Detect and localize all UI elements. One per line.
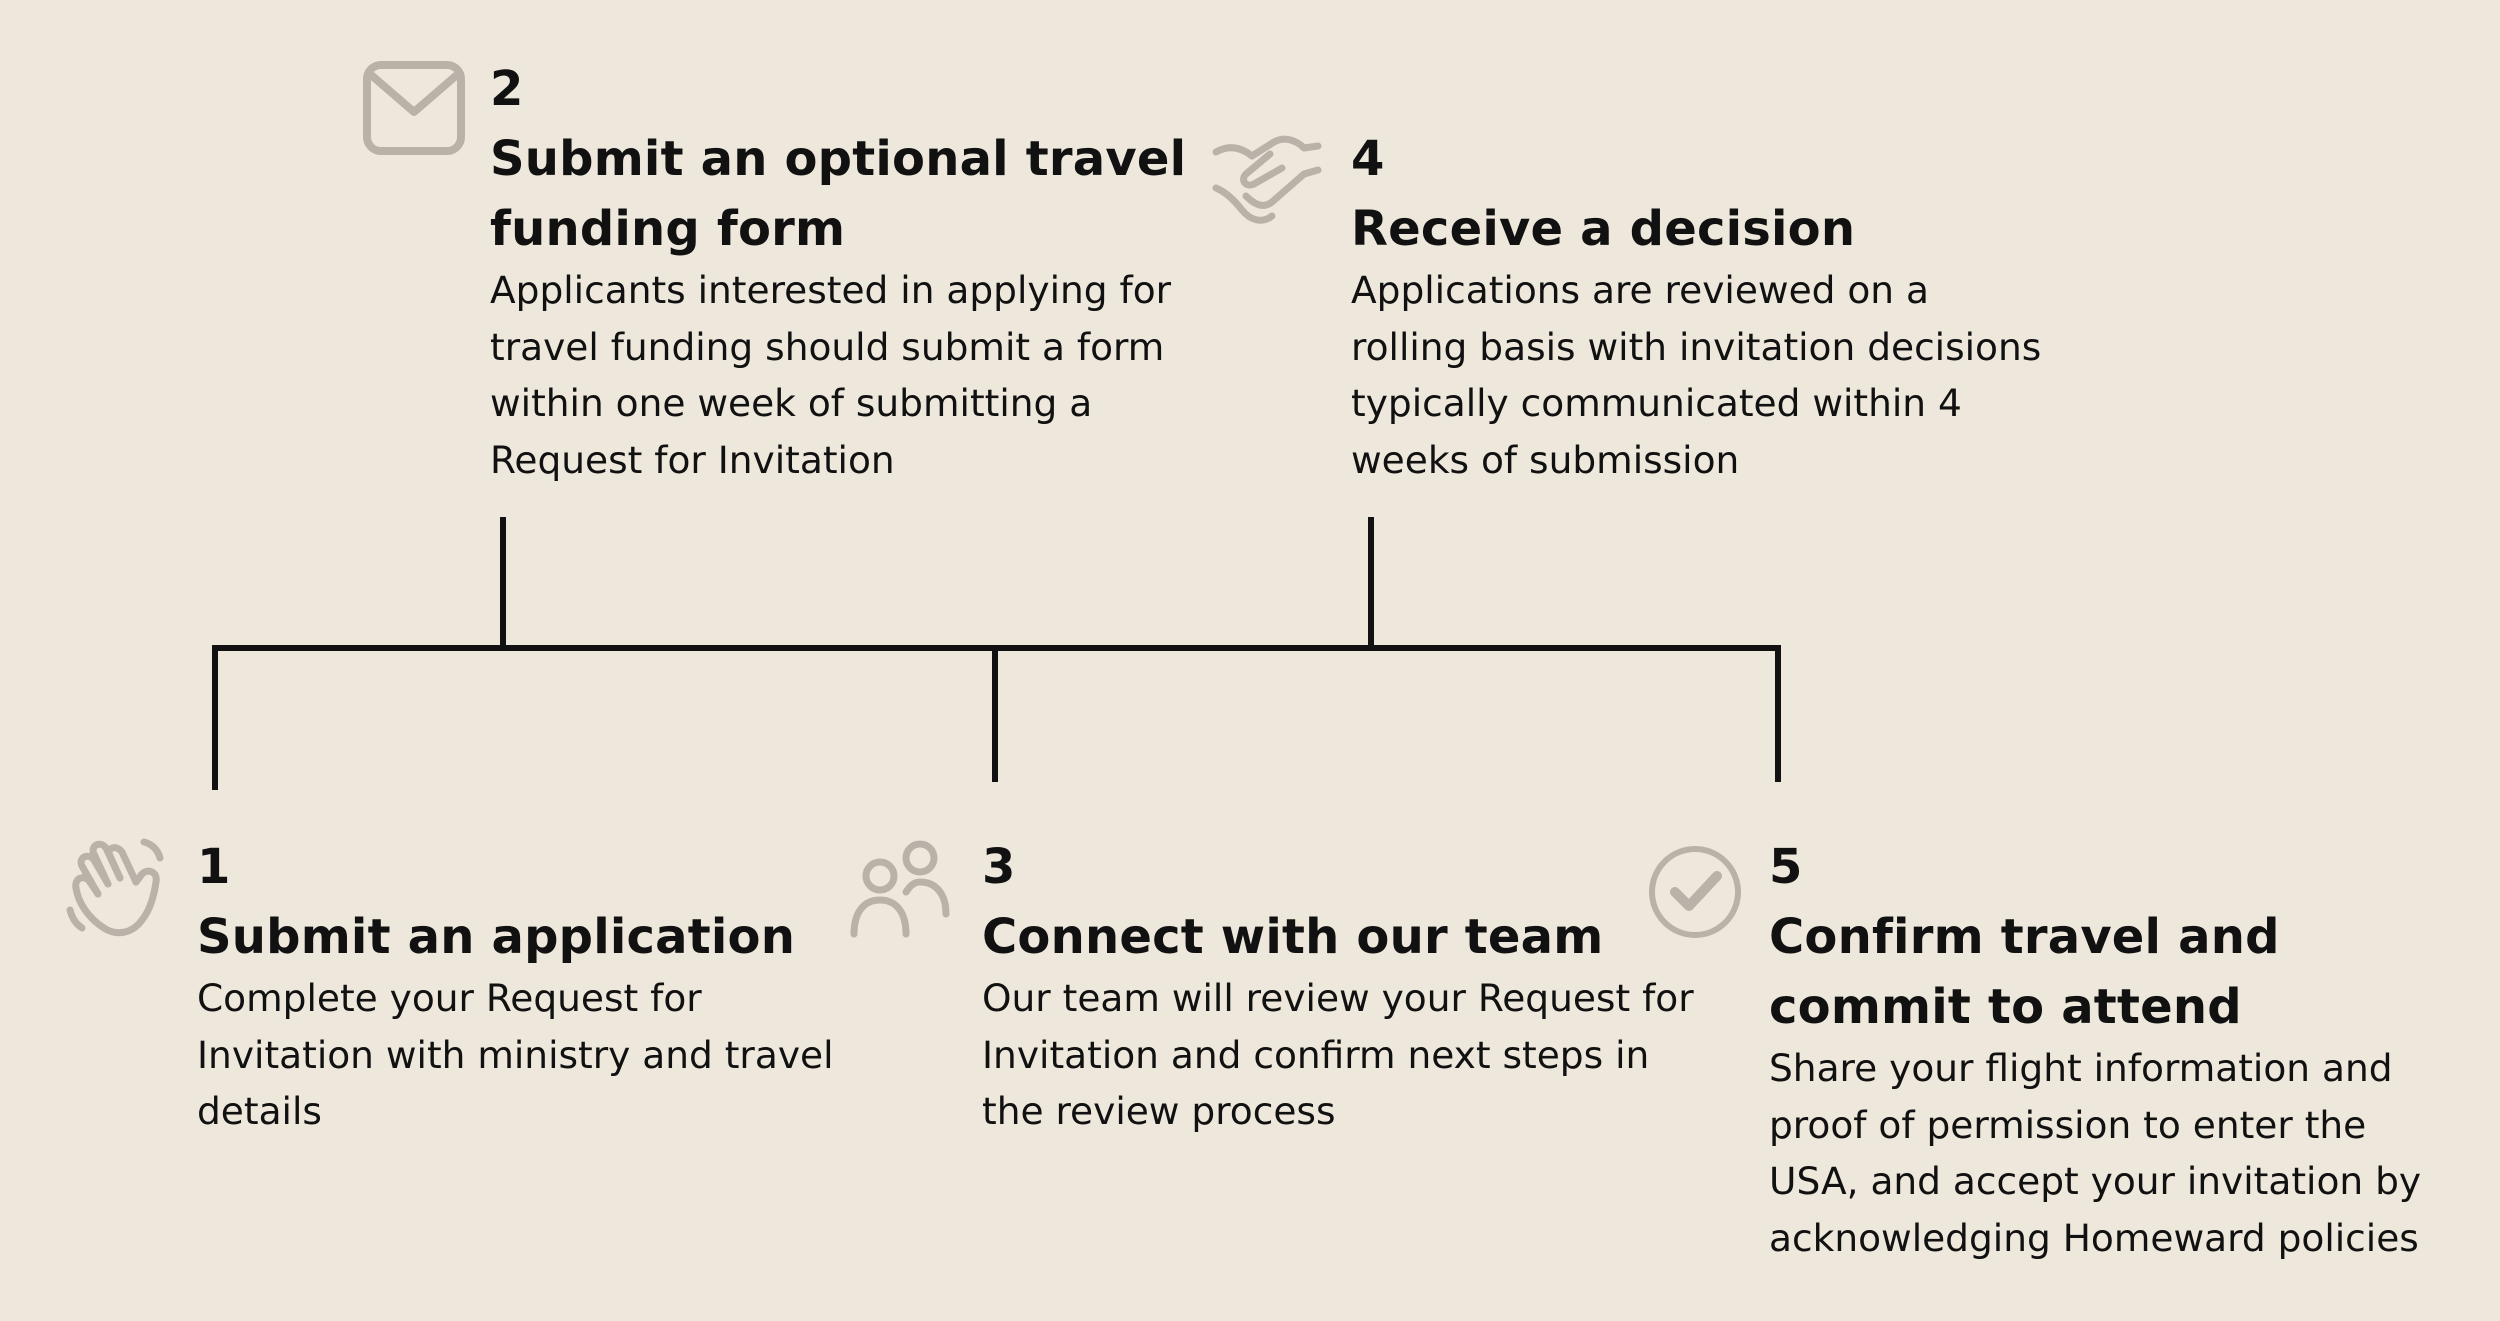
people-icon [850, 840, 950, 938]
step-title: Submit an application [197, 909, 796, 965]
step-description: Our team will review your Request for In… [982, 976, 1694, 1133]
step-number: 4 [1351, 131, 1385, 187]
step-description: Applications are reviewed on a rolling b… [1351, 268, 2042, 482]
step-title: Receive a decision [1351, 201, 1856, 257]
step-title: Submit an optional travel funding form [490, 131, 1187, 257]
step-description: Share your flight information and proof … [1769, 1046, 2422, 1260]
check-circle-icon [1649, 846, 1741, 938]
step-title: Connect with our team [982, 909, 1604, 965]
envelope-icon [363, 61, 465, 155]
step-description: Applicants interested in applying for tr… [490, 268, 1172, 482]
step-number: 1 [197, 839, 231, 895]
handshake-icon [1212, 135, 1322, 224]
step-number: 3 [982, 839, 1016, 895]
step-description: Complete your Request for Invitation wit… [197, 976, 834, 1133]
step-number: 2 [490, 61, 524, 117]
waving-hand-icon [66, 838, 164, 937]
step-number: 5 [1769, 839, 1803, 895]
step-title: Confirm travel and commit to attend [1769, 909, 2280, 1035]
